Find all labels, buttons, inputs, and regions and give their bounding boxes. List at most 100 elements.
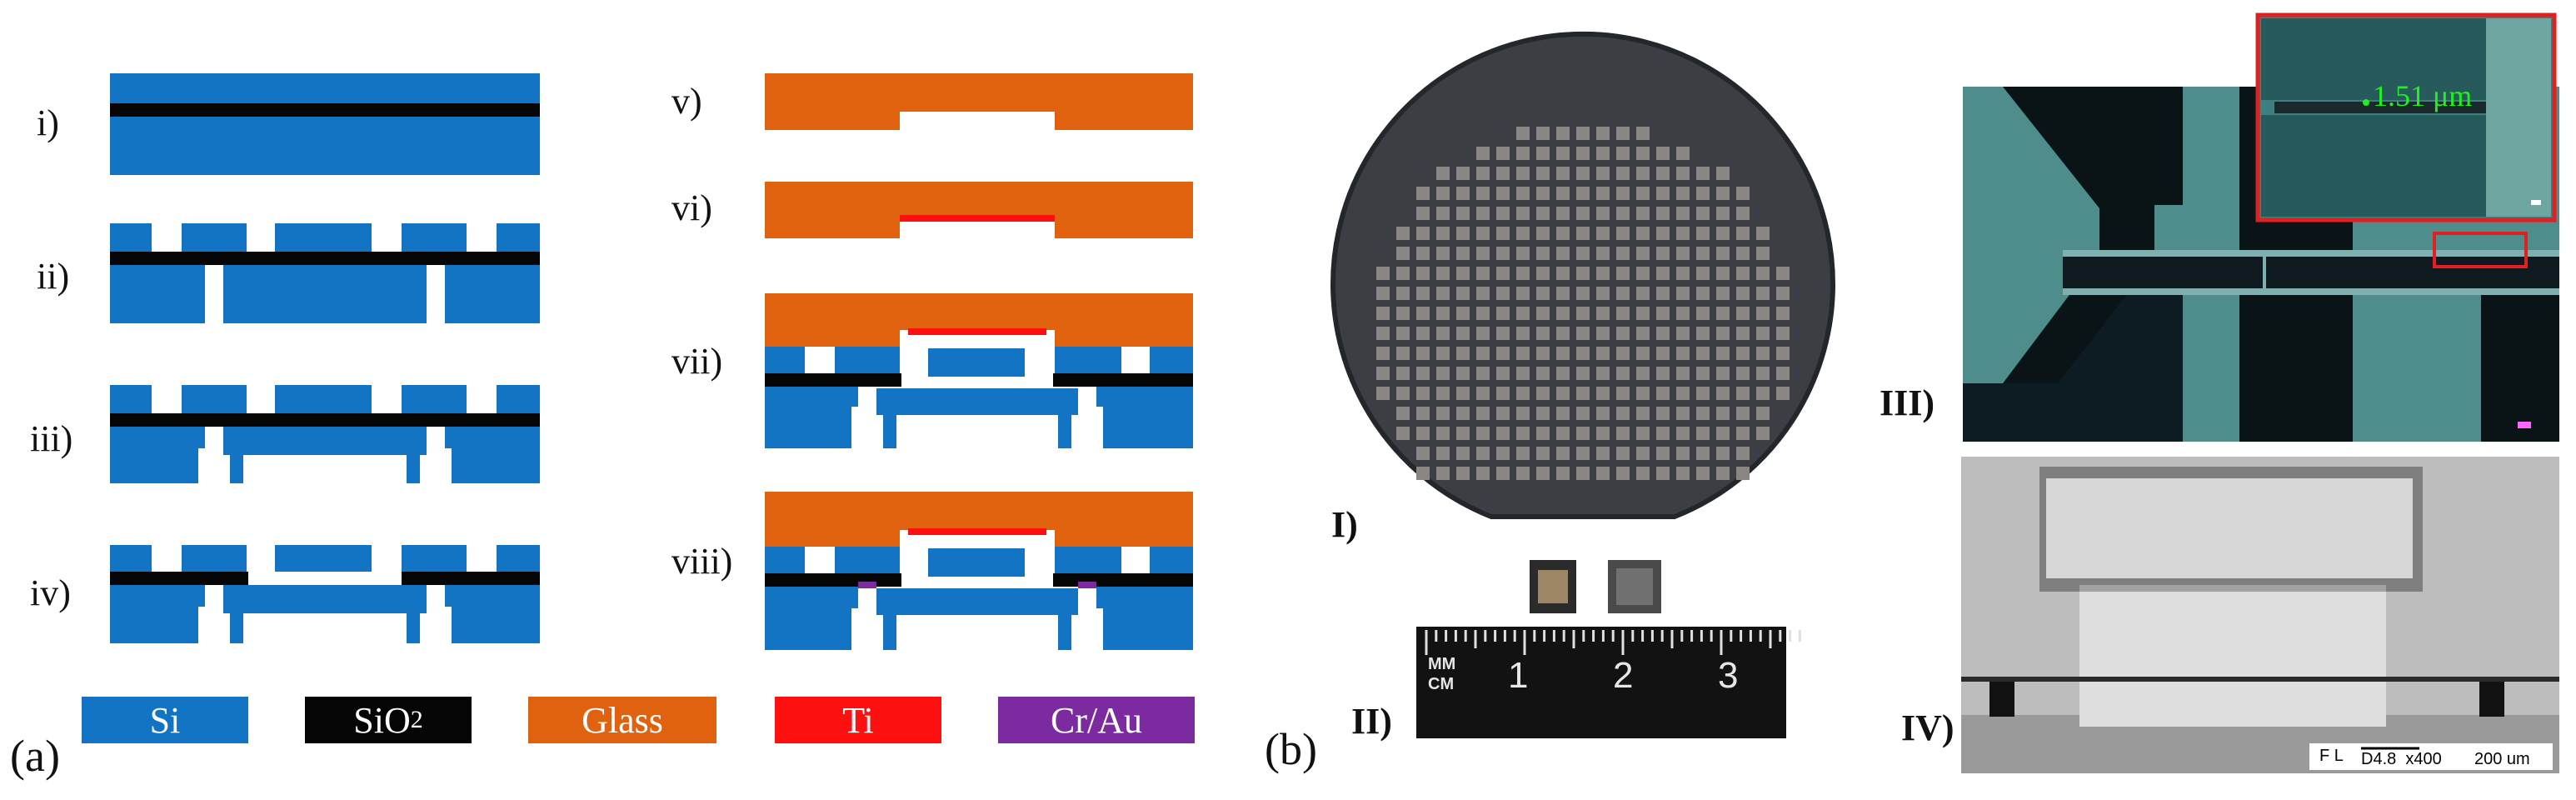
wafer-die (1496, 387, 1510, 400)
wafer-die (1776, 267, 1790, 280)
wafer-die (1476, 427, 1490, 440)
wafer-die (1556, 467, 1570, 480)
wafer-die (1456, 247, 1470, 260)
wafer-die (1376, 307, 1390, 320)
wafer-die (1476, 407, 1490, 420)
wafer-die (1476, 327, 1490, 340)
wafer-die (1536, 187, 1550, 200)
wafer-die (1456, 287, 1470, 300)
wafer-die (1696, 287, 1710, 300)
ruler-number-2: 2 (1613, 655, 1634, 696)
wafer-die (1516, 287, 1530, 300)
wafer-die (1456, 307, 1470, 320)
wafer-die (1776, 367, 1790, 380)
wafer-die (1436, 247, 1450, 260)
wafer-die (1536, 267, 1550, 280)
wafer-die (1556, 447, 1570, 460)
wafer-die (1496, 447, 1510, 460)
legend-crau-label: Cr/Au (1051, 699, 1142, 741)
legend-sio2-label: SiO (353, 699, 411, 741)
wafer-die (1596, 287, 1610, 300)
wafer-die (1596, 127, 1610, 140)
wafer-die (1476, 267, 1490, 280)
wafer-die (1696, 407, 1710, 420)
wafer-die (1716, 467, 1730, 480)
wafer-die (1696, 227, 1710, 240)
wafer-die (1376, 347, 1390, 360)
wafer-die (1436, 427, 1450, 440)
wafer-die (1596, 147, 1610, 160)
wafer-die (1576, 347, 1590, 360)
wafer-die (1436, 207, 1450, 220)
wafer-die (1636, 187, 1650, 200)
wafer-die (1676, 447, 1690, 460)
wafer-die (1496, 307, 1510, 320)
wafer-die (1616, 347, 1630, 360)
wafer-die (1436, 407, 1450, 420)
step-vi-diagram (765, 182, 1193, 238)
wafer-die (1696, 267, 1710, 280)
wafer-die (1436, 467, 1450, 480)
wafer-die (1696, 187, 1710, 200)
wafer-die (1656, 287, 1670, 300)
wafer-die (1536, 227, 1550, 240)
wafer-die (1756, 407, 1770, 420)
wafer-die (1556, 227, 1570, 240)
wafer-die (1636, 227, 1650, 240)
wafer-die (1456, 207, 1470, 220)
wafer-die (1596, 467, 1610, 480)
photo-label-I: I) (1331, 504, 1358, 545)
wafer-die (1756, 367, 1770, 380)
wafer-die (1576, 327, 1590, 340)
wafer-die (1596, 207, 1610, 220)
wafer-die (1656, 447, 1670, 460)
step-iv-diagram (110, 545, 540, 643)
wafer-die (1756, 347, 1770, 360)
wafer-die (1596, 227, 1610, 240)
wafer-die (1516, 407, 1530, 420)
wafer-die (1556, 407, 1570, 420)
wafer-die (1476, 447, 1490, 460)
wafer-die (1416, 287, 1430, 300)
wafer-die (1516, 187, 1530, 200)
wafer-die (1416, 447, 1430, 460)
wafer-die (1616, 187, 1630, 200)
wafer-die (1516, 247, 1530, 260)
wafer-die (1656, 147, 1670, 160)
wafer-die (1396, 227, 1410, 240)
wafer-die (1516, 327, 1530, 340)
wafer-die (1716, 387, 1730, 400)
wafer-die (1736, 327, 1750, 340)
wafer-die (1696, 367, 1710, 380)
step-label-iv: iv) (30, 572, 71, 613)
wafer-die (1616, 327, 1630, 340)
step-iii-diagram (110, 385, 540, 483)
wafer-die (1556, 127, 1570, 140)
step-label-v: v) (671, 81, 702, 122)
wafer-die (1436, 367, 1450, 380)
wafer-die (1416, 307, 1430, 320)
wafer-die (1556, 307, 1570, 320)
wafer-die (1416, 247, 1430, 260)
wafer-die (1376, 327, 1390, 340)
wafer-die (1696, 167, 1710, 180)
wafer-die (1516, 167, 1530, 180)
panel-label-b: (b) (1265, 724, 1317, 774)
wafer-die (1496, 287, 1510, 300)
wafer-die (1636, 447, 1650, 460)
wafer-die (1536, 307, 1550, 320)
wafer-die (1736, 407, 1750, 420)
wafer-die (1456, 407, 1470, 420)
wafer-die (1436, 287, 1450, 300)
legend-sio2-subscript: 2 (410, 706, 423, 733)
wafer-die (1516, 347, 1530, 360)
wafer-die (1596, 187, 1610, 200)
wafer-die (1576, 147, 1590, 160)
wafer-die (1516, 447, 1530, 460)
wafer-die (1656, 167, 1670, 180)
wafer-die (1536, 367, 1550, 380)
wafer-die (1436, 187, 1450, 200)
photo-label-III: III) (1880, 382, 1935, 423)
wafer-die (1536, 327, 1550, 340)
